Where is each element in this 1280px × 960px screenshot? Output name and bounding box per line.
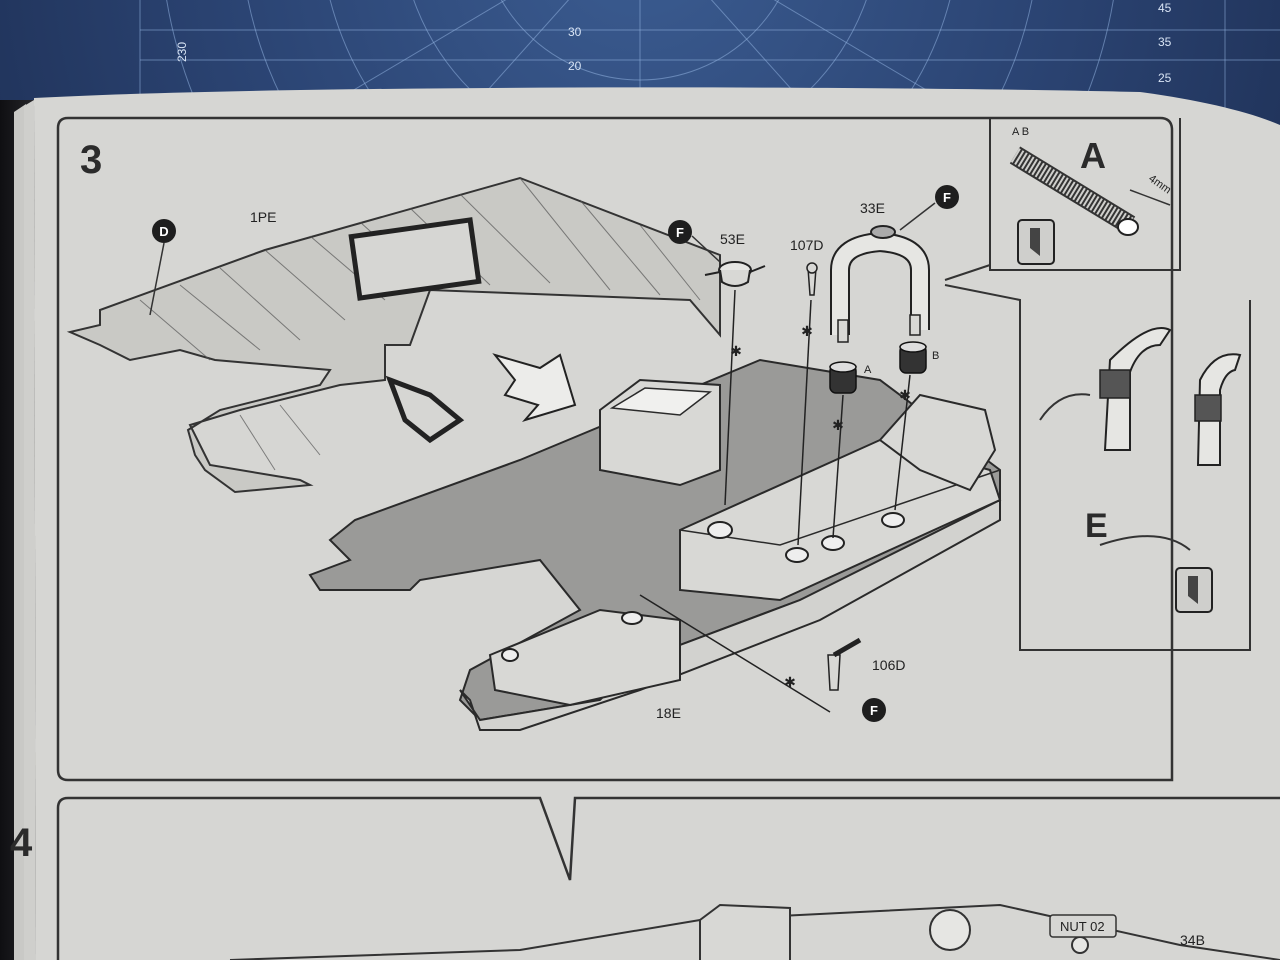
leader-line (899, 202, 936, 231)
detail-e-box (944, 284, 1251, 651)
leader-line (691, 235, 721, 263)
paper-edge (24, 100, 36, 960)
part-label-106d: 106D (872, 657, 905, 673)
mat-mark-20: 20 (568, 59, 582, 73)
step-3-frame (56, 116, 1174, 782)
mat-mark-230: 230 (175, 42, 189, 62)
sleeve-parts: ✱ ✱ (829, 341, 927, 539)
mat-mark-35: 35 (1158, 35, 1172, 49)
detail-a-box (944, 118, 1181, 281)
color-callout-106 (862, 698, 886, 722)
part-label-34b: 34B (1180, 932, 1205, 948)
step-4-preview (229, 903, 1280, 960)
step-4-frame (56, 796, 1280, 960)
step-4-number: 4 (10, 821, 33, 865)
color-callout-53 (668, 220, 692, 244)
part-label-107d: 107D (790, 237, 823, 253)
assembly-arrow (492, 353, 577, 422)
step-3-number: 3 (80, 138, 102, 182)
svg-text:✱: ✱ (730, 343, 742, 359)
part-label-53e: 53E (720, 231, 745, 247)
svg-text:✱: ✱ (801, 323, 813, 339)
color-callout-deck (152, 219, 176, 243)
sleeve-label-b: B (932, 350, 939, 362)
part-label-18e: 18E (656, 705, 681, 721)
sleeve-label-a: A (864, 364, 872, 376)
leader-line (149, 242, 165, 316)
part-106-valve: ✱ (639, 594, 862, 713)
svg-text:✱: ✱ (784, 674, 796, 690)
deck-photoetch-part (66, 176, 721, 494)
mat-mark-30: 30 (568, 25, 582, 39)
nut-label-box (1049, 914, 1117, 938)
color-callout-deck-letter: D (159, 224, 168, 239)
svg-text:✱: ✱ (832, 417, 844, 433)
detail-a-header: A B (1012, 126, 1029, 138)
part-label-1pe: 1PE (250, 209, 276, 225)
color-callout-33 (935, 185, 959, 209)
nut-label: NUT 02 (1060, 919, 1105, 934)
detail-e-letter: E (1085, 507, 1108, 545)
color-callout-106-letter: F (870, 703, 878, 718)
mat-mark-45: 45 (1158, 1, 1172, 15)
svg-text:✱: ✱ (899, 387, 911, 403)
color-callout-53-letter: F (676, 225, 684, 240)
part-33-u-pipe (830, 225, 930, 343)
detail-a-letter: A (1080, 135, 1106, 176)
hull-deck-part (308, 358, 1002, 731)
part-label-33e: 33E (860, 200, 885, 216)
mat-mark-25: 25 (1158, 71, 1172, 85)
part-53-cap: ✱ (704, 261, 766, 506)
part-107-fitting: ✱ (797, 262, 818, 546)
color-callout-33-letter: F (943, 190, 951, 205)
